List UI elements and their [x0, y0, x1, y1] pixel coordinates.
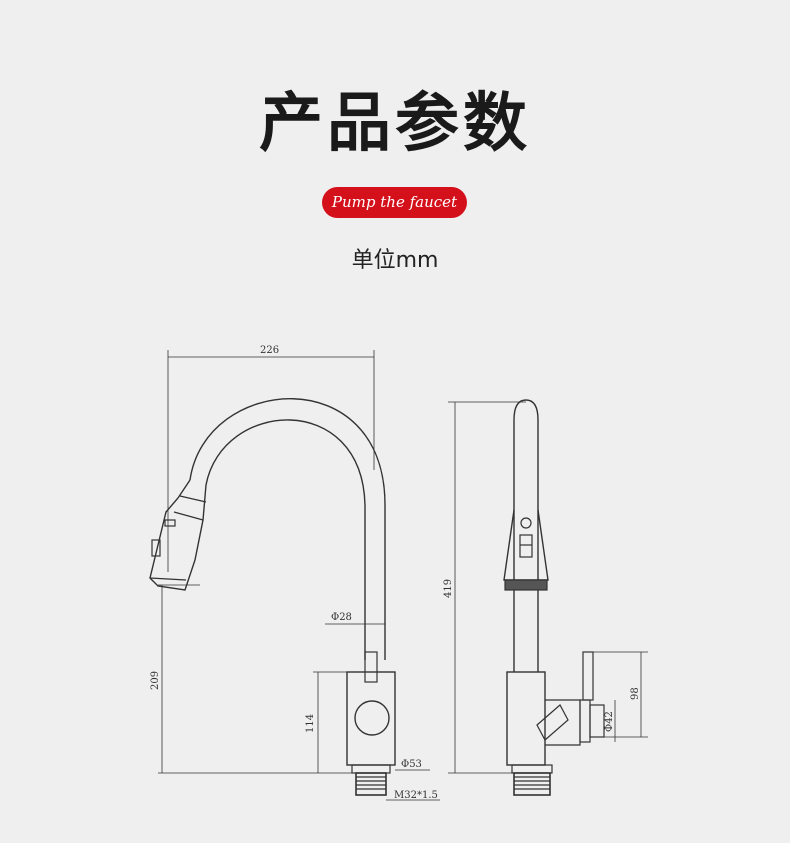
dim-sprayer-height: 209 [150, 671, 161, 690]
dim-thread: M32*1.5 [394, 790, 438, 801]
dim-pipe-diameter: Φ28 [331, 612, 352, 623]
product-type-badge: Pump the faucet [322, 187, 467, 218]
unit-label: 单位mm [351, 248, 439, 273]
dim-handle-diameter: Φ42 [604, 711, 615, 732]
dim-total-width: 226 [260, 345, 279, 356]
dim-total-height: 419 [443, 579, 454, 598]
page-title: 产品参数 [259, 87, 531, 161]
dim-body-height: 114 [305, 714, 316, 733]
dim-handle-height: 98 [630, 687, 641, 700]
front-view-faucet [149, 398, 396, 796]
dim-base-diameter: Φ53 [401, 759, 422, 770]
side-view-faucet [503, 399, 605, 796]
